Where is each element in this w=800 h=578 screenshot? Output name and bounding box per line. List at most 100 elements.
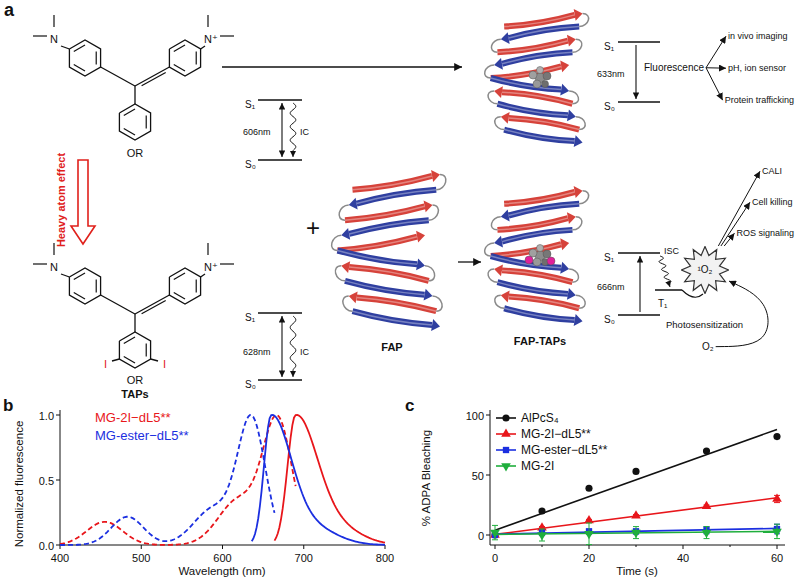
energy-level — [618, 252, 660, 254]
loop — [572, 39, 581, 52]
wavelength-label: 666nm — [597, 282, 625, 292]
legend-text: MG-ester−dL5** — [521, 443, 607, 457]
benzene-ring — [119, 104, 150, 140]
strand-head — [501, 32, 510, 44]
strand-head — [574, 135, 583, 147]
data-marker — [537, 532, 547, 540]
label-holder: MG-ester−dL5** — [95, 426, 189, 444]
strand-head — [567, 212, 576, 224]
label-holder: S₀ — [604, 96, 615, 114]
heavy-atom-arrow — [71, 160, 95, 244]
process-label: Photosensitization — [666, 319, 743, 330]
legend-entry: MG-2I — [521, 459, 554, 473]
strand-highlight — [504, 308, 575, 320]
loop — [491, 217, 500, 230]
data-marker — [502, 414, 509, 421]
label-holder: FAP — [381, 337, 402, 355]
protein-ribbon — [332, 170, 446, 331]
energy-level — [258, 312, 302, 314]
label-holder: 60 — [771, 548, 783, 566]
bleaching-chart — [486, 410, 785, 549]
strand-highlight — [357, 297, 437, 311]
label-holder: 600 — [213, 548, 231, 566]
data-marker — [632, 468, 639, 475]
tick-label: 0 — [492, 552, 498, 564]
label-holder: 500 — [132, 548, 150, 566]
loop — [569, 91, 578, 104]
double-bond — [74, 273, 85, 279]
state-label: S₁ — [604, 41, 614, 52]
label-holder: I — [104, 354, 107, 372]
strand-highlight — [338, 237, 418, 251]
axis-title: Time (s) — [616, 565, 658, 577]
strand-head — [416, 231, 425, 243]
data-marker — [584, 531, 594, 539]
iodine-bond — [151, 359, 158, 361]
error-cap — [704, 526, 710, 527]
tick-mark — [636, 545, 637, 547]
node-text: Fluorescence — [644, 62, 704, 73]
axis-line — [490, 545, 785, 546]
data-marker — [631, 510, 641, 518]
label-holder: 800 — [376, 548, 394, 566]
spectrum-curve — [275, 415, 386, 543]
label-holder: MG-2I−dL5** — [95, 408, 171, 426]
methyl-bond — [207, 15, 208, 27]
methyl-bond — [33, 263, 47, 264]
node-text: Protein trafficking — [725, 95, 794, 105]
label-holder: N — [50, 29, 58, 47]
strand-head — [560, 262, 569, 274]
double-bond — [124, 337, 135, 343]
beta-strand — [345, 206, 425, 220]
label-holder: Normalized fluorescence — [9, 421, 27, 548]
tick-mark — [683, 545, 684, 549]
strand-head — [424, 289, 433, 301]
wavy-arrow — [659, 256, 671, 287]
ligand-atom — [533, 80, 541, 88]
loop — [579, 191, 588, 204]
axis-line — [490, 410, 491, 545]
panel-letter: c — [405, 396, 414, 415]
label-holder: % ADPA Bleaching — [416, 430, 434, 526]
error-cap — [586, 544, 592, 545]
connector-arrow — [706, 68, 723, 100]
strand-head — [501, 291, 510, 303]
label-holder: 0 — [492, 548, 498, 566]
reaction-arrow — [458, 261, 481, 262]
effect-label: Heavy atom effect — [55, 153, 67, 247]
label-holder: Photosensitization — [666, 314, 743, 332]
singlet-oxygen-burst: ¹O₂ — [681, 246, 729, 294]
label-holder: N⁺ — [204, 257, 218, 275]
series-label: MG-2I−dL5** — [95, 410, 171, 425]
strand-head — [349, 198, 358, 210]
tick-mark — [486, 415, 490, 416]
legend-text: MG-2I−dL5** — [521, 427, 591, 441]
node-text: ROS signaling — [736, 228, 794, 238]
tick-mark — [777, 545, 778, 549]
strand-highlight — [509, 297, 580, 309]
data-marker — [702, 530, 712, 538]
ligand-atom — [533, 258, 541, 266]
error-cap — [704, 526, 710, 527]
label-holder: 20 — [583, 548, 595, 566]
legend-entry: MG-2I−dL5** — [521, 427, 591, 441]
loop — [429, 205, 439, 220]
benzene-ring — [169, 40, 200, 76]
tick-label: 700 — [295, 552, 313, 564]
spectrum-curve — [60, 415, 275, 545]
panel-letter: b — [3, 396, 13, 415]
label-holder: S₀ — [245, 374, 256, 392]
double-bond — [174, 45, 185, 51]
label-holder: S₁ — [245, 307, 255, 325]
wavelength-label: 628nm — [243, 347, 271, 357]
atom-label: N — [50, 33, 58, 45]
error-cap — [633, 538, 639, 539]
outcome-label: CALI — [760, 165, 784, 177]
error-cap — [774, 538, 780, 539]
outcome-label: pH, ion sensor — [726, 62, 788, 74]
label-holder: OR — [127, 370, 144, 388]
tick-label: 400 — [51, 552, 69, 564]
loop — [491, 39, 500, 52]
tick-label: 50 — [472, 470, 484, 482]
